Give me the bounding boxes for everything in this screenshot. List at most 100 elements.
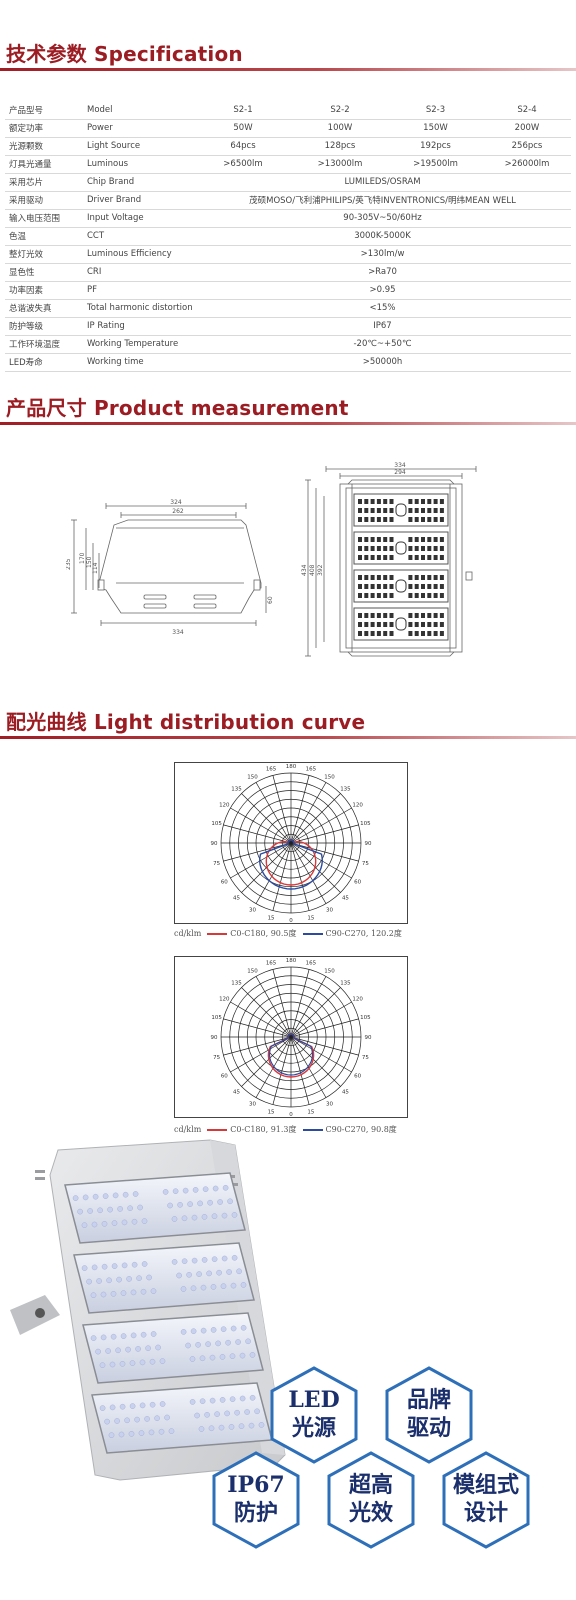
spec-label-en: Total harmonic distortion bbox=[81, 299, 194, 318]
photo-led-chip bbox=[209, 1354, 216, 1361]
front-led-chip bbox=[427, 546, 432, 551]
photo-led-chip bbox=[239, 1395, 246, 1402]
front-led-chip bbox=[427, 517, 432, 522]
spec-value: >Ra70 bbox=[194, 263, 571, 282]
polar-angle-label: 60 bbox=[354, 1074, 361, 1080]
front-led-chip bbox=[439, 499, 444, 504]
polar-angle-label: 75 bbox=[362, 1055, 369, 1061]
photo-led-chip bbox=[136, 1275, 142, 1281]
polar-angle-label: 30 bbox=[249, 1102, 256, 1108]
front-led-chip bbox=[364, 508, 369, 513]
polar-angle-label: 15 bbox=[307, 915, 314, 921]
spec-value: 茂硕MOSO/飞利浦PHILIPS/英飞特INVENTRONICS/明纬MEAN… bbox=[194, 191, 571, 210]
photo-led-chip bbox=[198, 1426, 205, 1432]
front-led-chip bbox=[414, 622, 419, 627]
front-led-chip bbox=[358, 622, 362, 627]
polar-spoke bbox=[290, 1036, 352, 1073]
spec-value: S2-2 bbox=[292, 101, 388, 120]
polar-spoke bbox=[230, 1036, 292, 1073]
polar-angle-label: 120 bbox=[352, 997, 363, 1003]
photo-led-chip bbox=[212, 1185, 219, 1192]
photo-led-chip bbox=[110, 1333, 117, 1340]
photo-led-chip bbox=[111, 1220, 118, 1226]
polar-angle-label: 165 bbox=[266, 767, 277, 773]
front-led-chip bbox=[414, 537, 419, 542]
photo-led-chip bbox=[159, 1358, 166, 1364]
front-led-chip bbox=[408, 584, 413, 589]
photo-led-chip bbox=[130, 1289, 137, 1296]
spec-label-cn: 防护等级 bbox=[5, 317, 81, 336]
spec-label-cn: 额定功率 bbox=[5, 119, 81, 138]
photo-led-chip bbox=[125, 1346, 131, 1353]
photo-led-chip bbox=[124, 1417, 130, 1424]
front-led-chip bbox=[408, 622, 413, 627]
front-led-chip bbox=[421, 584, 425, 589]
front-led-chip bbox=[427, 508, 432, 513]
front-led-chip bbox=[439, 584, 444, 589]
spec-label-cn: 显色性 bbox=[5, 263, 81, 282]
polar-spoke bbox=[290, 782, 327, 844]
photo-led-chip bbox=[131, 1218, 138, 1225]
photo-led-chip bbox=[182, 1187, 189, 1194]
polar-spoke bbox=[255, 1036, 292, 1098]
front-led-chip bbox=[408, 499, 413, 504]
photo-led-chip bbox=[144, 1416, 150, 1422]
photo-led-chip bbox=[149, 1358, 156, 1365]
front-led-chip bbox=[421, 622, 425, 627]
photo-led-chip bbox=[200, 1327, 207, 1334]
polar-spoke bbox=[290, 1036, 341, 1087]
front-led-chip bbox=[433, 613, 438, 618]
photo-led-chip bbox=[258, 1422, 265, 1428]
spec-value: 256pcs bbox=[483, 137, 571, 156]
front-led-chip bbox=[421, 537, 425, 542]
polar-angle-label: 150 bbox=[247, 968, 258, 974]
front-led-chip bbox=[364, 499, 369, 504]
polar-angle-label: 90 bbox=[365, 1035, 372, 1041]
front-led-chip bbox=[427, 584, 432, 589]
photo-led-chip bbox=[91, 1221, 98, 1228]
front-led-chip bbox=[389, 575, 394, 580]
polar-angle-label: 75 bbox=[213, 861, 220, 867]
polar-spoke bbox=[290, 842, 310, 911]
photo-led-chip bbox=[230, 1325, 237, 1332]
legend-c0-label-2: C0-C180, 91.3度 bbox=[230, 1125, 297, 1134]
polar-spoke bbox=[241, 987, 292, 1038]
front-led-chip bbox=[389, 622, 394, 627]
front-led-chip bbox=[383, 517, 388, 522]
spec-label-cn: 光源颗数 bbox=[5, 137, 81, 156]
dim-side-h2: 170 bbox=[79, 552, 86, 564]
photo-led-chip bbox=[106, 1277, 112, 1284]
photo-led-chip bbox=[164, 1414, 170, 1421]
photo-led-chip bbox=[211, 1213, 218, 1219]
front-led-chip bbox=[383, 508, 388, 513]
spec-label-cn: 采用驱动 bbox=[5, 191, 81, 210]
spec-value: 192pcs bbox=[388, 137, 483, 156]
curve-section-title: 配光曲线 Light distribution curve bbox=[6, 710, 366, 734]
polar-spoke bbox=[230, 807, 292, 844]
front-led-chip bbox=[433, 584, 438, 589]
front-led-chip bbox=[427, 537, 432, 542]
dim-side-h5: 60 bbox=[267, 596, 274, 604]
polar-spoke bbox=[290, 1036, 359, 1056]
photo-led-chip bbox=[201, 1257, 208, 1263]
front-led-chip bbox=[376, 584, 381, 589]
spec-value: -20℃~+50℃ bbox=[194, 335, 571, 354]
photo-led-chip bbox=[109, 1404, 116, 1411]
photo-led-chip bbox=[149, 1401, 156, 1408]
polar-spoke bbox=[290, 976, 327, 1038]
polar-angle-label: 30 bbox=[326, 908, 333, 914]
front-led-chip bbox=[414, 575, 419, 580]
front-led-chip bbox=[439, 546, 444, 551]
photo-led-chip bbox=[200, 1284, 207, 1291]
spec-label-en: Driver Brand bbox=[81, 191, 194, 210]
front-led-chip bbox=[427, 499, 432, 504]
photo-led-chip bbox=[234, 1409, 240, 1416]
photo-led-chip bbox=[211, 1256, 218, 1262]
photo-led-chip bbox=[131, 1261, 138, 1268]
